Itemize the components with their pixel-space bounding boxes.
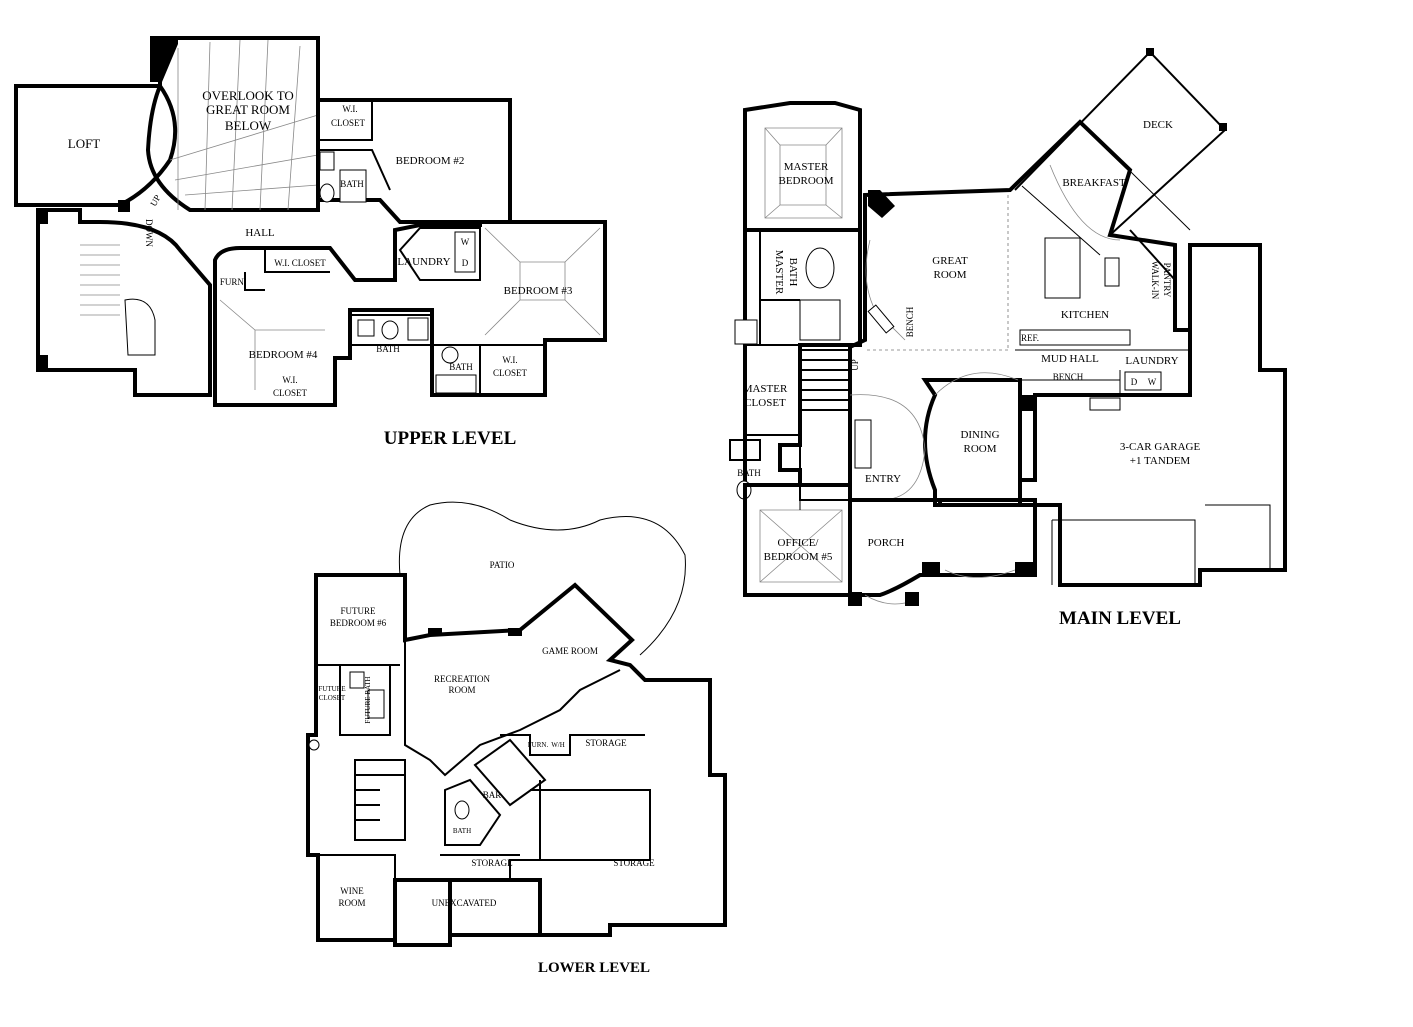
wine-room-label-line1: WINE xyxy=(340,886,364,896)
bath-right-label: BATH xyxy=(449,362,473,372)
wi-closet-top-label-line1: W.I. xyxy=(342,104,357,114)
ref-label: REF. xyxy=(1021,333,1039,343)
storage-small-label: STORAGE xyxy=(471,858,513,868)
upper-laundry-label: LAUNDRY xyxy=(397,256,450,268)
up-label: UP xyxy=(148,193,162,208)
mud-hall-label: MUD HALL xyxy=(1041,353,1099,365)
lower-bath-label: BATH xyxy=(453,827,471,835)
office-label-line1: OFFICE/ xyxy=(778,537,820,549)
garage-label-line1: 3-CAR GARAGE xyxy=(1120,441,1201,453)
future-closet-label-line1: FUTURE xyxy=(318,685,345,693)
great-room-label-line1: GREAT xyxy=(932,255,968,267)
bath-top-label: BATH xyxy=(340,179,364,189)
furn-label: FURN. xyxy=(220,277,246,287)
wi-closet-top-label-line2: CLOSET xyxy=(331,118,366,128)
overlook-label-line3: BELOW xyxy=(225,118,272,133)
master-closet-label-line2: CLOSET xyxy=(744,397,786,409)
game-room-label: GAME ROOM xyxy=(542,646,598,656)
wh-label: W/H xyxy=(551,741,565,749)
recreation-room-label-line2: ROOM xyxy=(448,685,475,695)
great-room-label-line2: ROOM xyxy=(933,269,966,281)
kitchen-label: KITCHEN xyxy=(1061,309,1109,321)
wi-closet-hall-label: W.I. CLOSET xyxy=(274,258,326,268)
porch-label: PORCH xyxy=(868,537,905,549)
bar-label: BAR xyxy=(483,790,502,800)
wine-room-label-line2: ROOM xyxy=(338,898,365,908)
garage-label-line2: +1 TANDEM xyxy=(1130,455,1191,467)
upper-level-title: UPPER LEVEL xyxy=(384,428,517,449)
main-laundry-label: LAUNDRY xyxy=(1125,355,1178,367)
unexcavated-label: UNEXCAVATED xyxy=(432,898,497,908)
upper-dryer-label: D xyxy=(462,258,469,268)
loft-label: LOFT xyxy=(68,136,101,151)
wi-closet-b3-label-line1: W.I. xyxy=(502,355,517,365)
main-washer-label: W xyxy=(1148,377,1157,387)
down-label: DOWN xyxy=(144,219,154,247)
future-bedroom-label-line2: BEDROOM #6 xyxy=(330,618,387,628)
storage-large-label: STORAGE xyxy=(613,858,655,868)
future-bath-label: FUTURE BATH xyxy=(364,676,372,723)
upper-level-plan xyxy=(14,36,607,407)
master-bath-label-line2: BATH xyxy=(787,258,799,287)
wi-closet-b3-label-line2: CLOSET xyxy=(493,368,528,378)
main-level-plan xyxy=(729,48,1287,606)
lower-level-title: LOWER LEVEL xyxy=(538,960,650,976)
recreation-room-label-line1: RECREATION xyxy=(434,674,491,684)
main-level-labels: MASTER BEDROOM DECK BREAKFAST GREAT ROOM… xyxy=(737,119,1200,563)
lower-furn-label: FURN. xyxy=(528,741,549,749)
walkin-pantry-label-line2: PANTRY xyxy=(1162,263,1172,298)
overlook-label-line1: OVERLOOK TO xyxy=(202,88,294,103)
bedroom-4-label: BEDROOM #4 xyxy=(249,349,318,361)
dining-room-label-line2: ROOM xyxy=(963,443,996,455)
bath-mid-label: BATH xyxy=(376,344,400,354)
storage-upper-label: STORAGE xyxy=(585,738,627,748)
main-level-title: MAIN LEVEL xyxy=(1059,608,1181,629)
hall-label: HALL xyxy=(245,227,275,239)
bench-great-label: BENCH xyxy=(905,306,915,337)
master-closet-label-line1: MASTER xyxy=(743,383,788,395)
breakfast-label: BREAKFAST xyxy=(1062,177,1126,189)
wi-closet-b4-label-line1: W.I. xyxy=(282,375,297,385)
deck-label: DECK xyxy=(1143,119,1173,131)
bedroom-3-label: BEDROOM #3 xyxy=(504,285,573,297)
walkin-pantry-label-line1: WALK-IN xyxy=(1150,261,1160,300)
dining-room-label-line1: DINING xyxy=(960,429,999,441)
office-label-line2: BEDROOM #5 xyxy=(764,551,833,563)
patio-label: PATIO xyxy=(490,560,515,570)
master-bedroom-label-line1: MASTER xyxy=(784,161,829,173)
wi-closet-b4-label-line2: CLOSET xyxy=(273,388,308,398)
lower-level-labels: PATIO FUTURE BEDROOM #6 GAME ROOM RECREA… xyxy=(318,560,655,908)
master-bath-label-line1: MASTER xyxy=(773,250,785,295)
overlook-label-line2: GREAT ROOM xyxy=(206,102,290,117)
main-bath-label: BATH xyxy=(737,468,761,478)
upper-washer-label: W xyxy=(461,237,470,247)
future-closet-label-line2: CLOSET xyxy=(319,694,346,702)
lower-level-plan xyxy=(306,501,727,947)
main-up-label: UP xyxy=(850,359,860,371)
entry-label: ENTRY xyxy=(865,473,901,485)
bedroom-2-label: BEDROOM #2 xyxy=(396,155,465,167)
master-bedroom-label-line2: BEDROOM xyxy=(778,175,833,187)
main-dryer-label: D xyxy=(1131,377,1138,387)
upper-level-labels: LOFT OVERLOOK TO GREAT ROOM BELOW W.I. C… xyxy=(68,88,573,398)
future-bedroom-label-line1: FUTURE xyxy=(340,606,376,616)
bench-mud-label: BENCH xyxy=(1053,372,1084,382)
